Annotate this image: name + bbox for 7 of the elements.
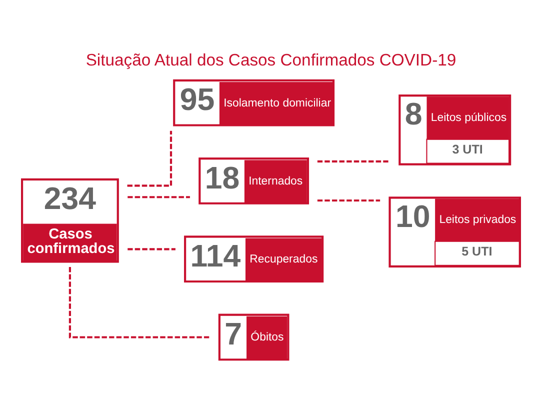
connector	[317, 160, 390, 162]
connector	[127, 130, 172, 186]
connector	[317, 198, 380, 202]
connector	[128, 248, 176, 250]
connector	[68, 266, 210, 338]
diagram-title: Situação Atual dos Casos Confirmados COVID-19	[86, 50, 456, 70]
connector	[128, 196, 190, 198]
